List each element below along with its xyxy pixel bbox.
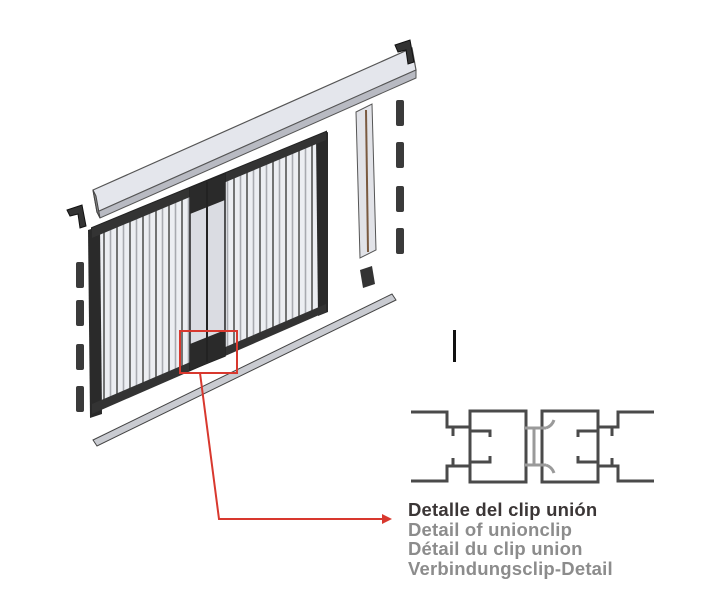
detail-callout <box>179 330 392 524</box>
clip <box>396 100 404 126</box>
bottom-rail <box>92 293 397 447</box>
clip <box>76 262 84 288</box>
clip <box>76 300 84 326</box>
clip <box>396 186 404 212</box>
top-rail <box>92 47 417 219</box>
clips-right <box>396 100 404 254</box>
clip <box>396 142 404 168</box>
clips-left <box>76 262 84 412</box>
caption-german: Verbindungsclip-Detail <box>408 557 613 579</box>
arrow-head-icon <box>382 514 392 524</box>
clip <box>76 386 84 412</box>
end-cap-top-right <box>394 39 415 65</box>
side-profile <box>355 103 377 288</box>
clip <box>76 344 84 370</box>
text-cursor <box>453 330 456 362</box>
pleated-panel <box>88 130 328 418</box>
clip <box>396 228 404 254</box>
caption-french: Détail du clip union <box>408 538 583 559</box>
caption-english: Detail of unionclip <box>408 518 573 540</box>
caption-spanish: Detalle del clip unión <box>408 499 598 520</box>
union-clip-cross-section <box>411 409 654 484</box>
detail-caption: Detalle del clip unión Detail of unioncl… <box>408 500 613 578</box>
end-cap-left <box>66 204 87 229</box>
